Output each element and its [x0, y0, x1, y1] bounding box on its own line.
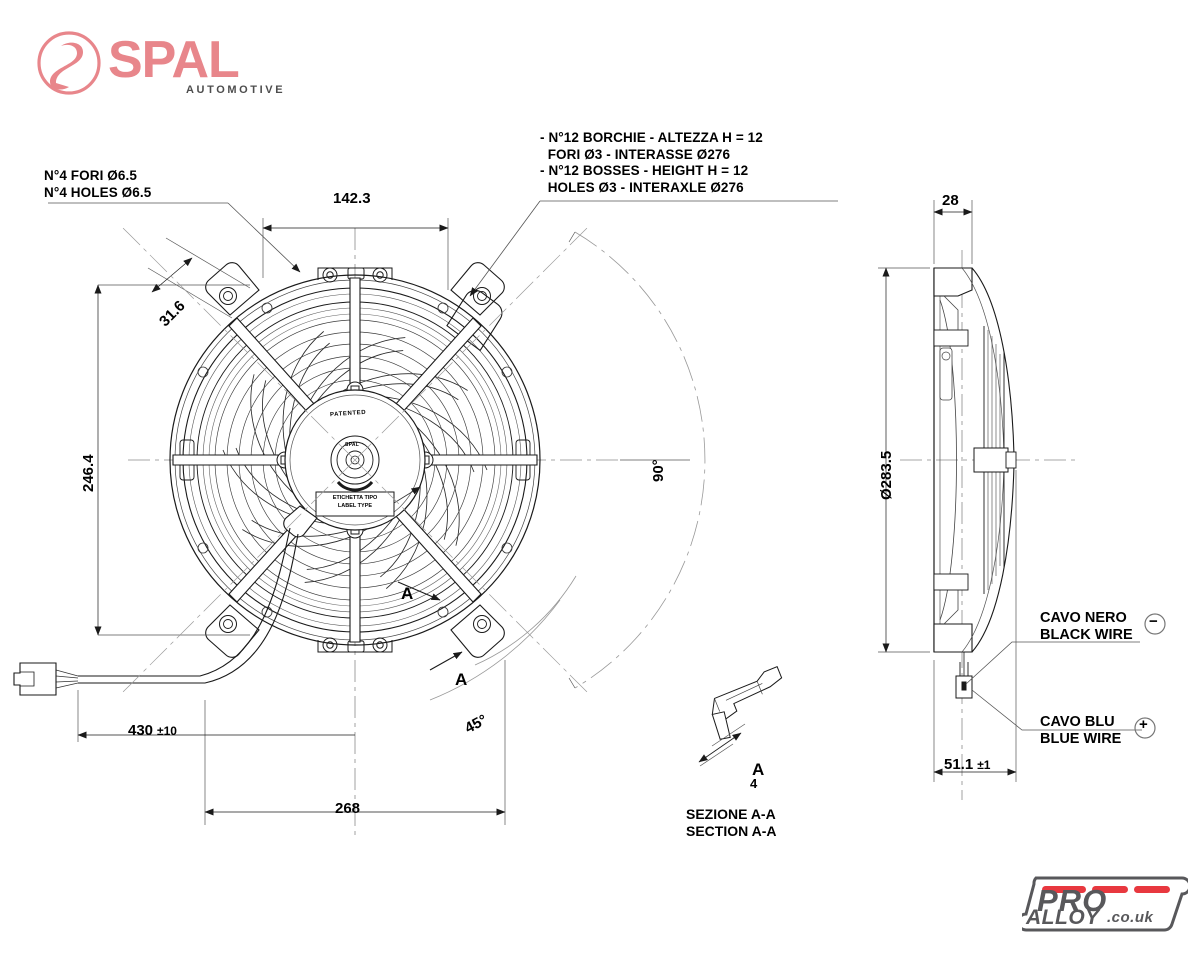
section-mark-a — [397, 581, 463, 671]
proalloy-name2: ALLOY — [1026, 906, 1100, 929]
section-detail-marker-a: A — [752, 760, 765, 779]
front-dimension-lines — [77, 218, 706, 825]
dim-side-depth-value: 51.1 — [944, 756, 974, 773]
bosses-note: - N°12 BORCHIE - ALTEZZA H = 12 FORI Ø3 … — [540, 130, 763, 195]
blue-wire-label-it: CAVO BLU — [1040, 714, 1115, 730]
note-leaders — [48, 200, 838, 297]
hub-label-it: ETICHETTA TIPO — [332, 495, 378, 501]
black-wire-label-en: BLACK WIRE — [1040, 627, 1133, 643]
section-title-it: SEZIONE A-A — [686, 806, 776, 822]
hub-brand-mark: SPAL — [345, 442, 360, 448]
dim-side-depth-top: 28 — [942, 192, 959, 209]
cable-connector — [13, 662, 57, 696]
positive-polarity-icon — [1134, 717, 1156, 739]
section-marker-a-bottom: A — [455, 670, 468, 689]
dim-diameter: Ø283.5 — [878, 450, 895, 500]
bracket-ear-tl — [205, 262, 260, 316]
side-motor-hub — [973, 447, 1017, 473]
holes-note: N°4 FORI Ø6.5 N°4 HOLES Ø6.5 — [44, 168, 152, 200]
bracket-ear-br — [450, 604, 505, 658]
section-aa-detail — [698, 666, 783, 767]
proalloy-name: PRO — [1037, 883, 1108, 918]
hub-label-en: LABEL TYPE — [337, 503, 373, 509]
negative-polarity-icon — [1144, 613, 1166, 635]
black-wire-polarity: − — [1149, 613, 1158, 630]
spal-logo — [37, 31, 101, 95]
dim-side-depth-total: 51.1±1 — [944, 756, 990, 773]
dim-height-left: 246.4 — [80, 454, 97, 492]
proalloy-suffix: .co.uk — [1107, 909, 1154, 926]
proalloy-watermark-logo — [1022, 876, 1188, 932]
fan-side-view — [900, 250, 1080, 800]
black-wire-label-it: CAVO NERO — [1040, 610, 1127, 626]
section-marker-a-top: A — [401, 584, 414, 603]
dim-cable-length: 430±10 — [128, 722, 177, 739]
blue-wire-label-en: BLUE WIRE — [1040, 731, 1122, 747]
wire-leaders — [965, 641, 1142, 731]
cable-exit — [283, 505, 318, 538]
dim-overall-width: 268 — [335, 800, 361, 817]
proalloy-accent-bars — [1042, 886, 1170, 893]
front-view-centerlines — [128, 228, 620, 835]
spal-circle-logo — [37, 31, 101, 95]
dim-cable-length-tolerance: ±10 — [157, 724, 177, 738]
spal-wordmark: SPAL — [108, 31, 240, 89]
spal-tagline: AUTOMOTIVE — [186, 84, 286, 96]
dim-cable-length-value: 430 — [128, 722, 154, 739]
blue-wire-polarity: + — [1139, 716, 1148, 733]
dim-side-depth-tolerance: ±1 — [977, 758, 991, 772]
dim-width-top: 142.3 — [333, 190, 371, 207]
section-title-en: SECTION A-A — [686, 823, 777, 839]
side-spal-badge — [939, 347, 953, 401]
side-dimension-lines — [878, 200, 1017, 782]
dim-section-thickness: 4 — [750, 776, 758, 791]
dim-angle-90: 90° — [650, 459, 667, 482]
fan-cable — [13, 527, 299, 696]
